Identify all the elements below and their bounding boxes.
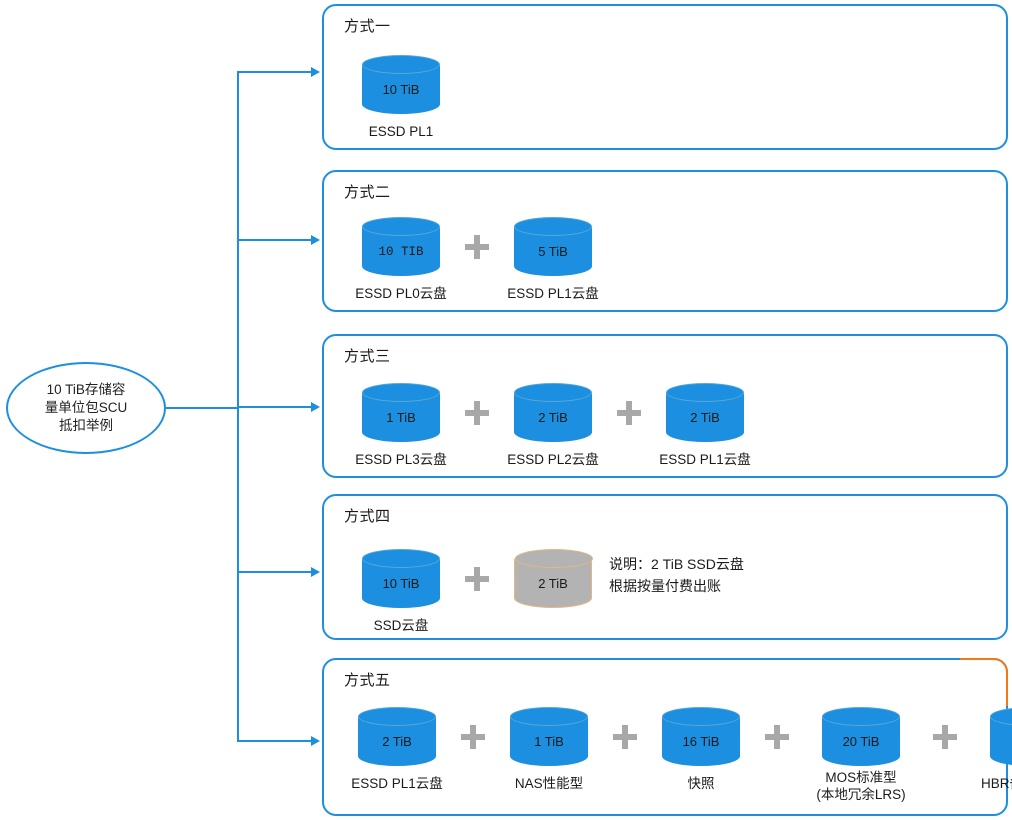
storage-item: 2 TiB ESSD PL2云盘 xyxy=(494,383,612,469)
option-box-3: 方式三 1 TiB ESSD PL3云盘 2 TiB ESSD PL2云盘 2 … xyxy=(322,334,1008,478)
cylinder-icon: 20 TiB xyxy=(822,707,900,766)
plus-icon xyxy=(928,708,962,766)
cylinder-capacity: 5 TiB xyxy=(538,244,568,259)
option-box-4: 方式四 10 TiB SSD云盘 2 TiB 说明：2 TiB SSD云盘 根据… xyxy=(322,494,1008,640)
option-title-1: 方式一 xyxy=(344,18,391,35)
connector-branch-2 xyxy=(237,239,311,241)
cylinder-icon: 2 TiB xyxy=(358,707,436,766)
storage-item-label: ESSD PL1 xyxy=(368,124,434,139)
option-note-line-2: 根据按量付费出账 xyxy=(609,577,721,594)
storage-item-label: MOS标准型 (本地冗余LRS) xyxy=(816,770,905,804)
arrow-head-4 xyxy=(311,567,320,577)
arrow-head-5 xyxy=(311,736,320,746)
cylinder-icon: 2 TiB xyxy=(514,383,592,442)
cylinder-icon: 10 TiB xyxy=(362,549,440,608)
connector-root-stem xyxy=(166,407,239,409)
option-items-2: 10 TIB ESSD PL0云盘 5 TiB ESSD PL1云盘 xyxy=(342,217,612,303)
root-line-3: 抵扣举例 xyxy=(59,417,113,433)
storage-item: 2 TiB xyxy=(494,549,612,618)
cylinder-icon: 5 TiB xyxy=(514,217,592,276)
cylinder-icon: 2 TiB xyxy=(666,383,744,442)
option-title-5: 方式五 xyxy=(344,672,391,689)
cylinder-icon: 5 TiB xyxy=(990,707,1012,766)
plus-icon xyxy=(460,218,494,276)
storage-item-label: ESSD PL0云盘 xyxy=(355,286,447,301)
storage-item: 10 TiB ESSD PL1 xyxy=(342,55,460,141)
cylinder-capacity: 10 TIB xyxy=(378,244,424,259)
storage-item-label: ESSD PL3云盘 xyxy=(355,452,447,467)
storage-item-label-line-1: MOS标准型 xyxy=(825,770,897,785)
plus-icon xyxy=(760,708,794,766)
cylinder-icon: 10 TIB xyxy=(362,217,440,276)
option-items-1: 10 TiB ESSD PL1 xyxy=(342,55,460,141)
storage-item: 10 TiB SSD云盘 xyxy=(342,549,460,635)
cylinder-capacity: 20 TiB xyxy=(842,734,880,749)
cylinder-capacity: 2 TiB xyxy=(382,734,412,749)
cylinder-icon: 1 TiB xyxy=(362,383,440,442)
cylinder-icon: 10 TiB xyxy=(362,55,440,114)
storage-item-label: ESSD PL1云盘 xyxy=(507,286,599,301)
storage-item-label: SSD云盘 xyxy=(373,618,429,633)
storage-item: 2 TiB ESSD PL1云盘 xyxy=(646,383,764,469)
option-note-4: 说明：2 TiB SSD云盘 根据按量付费出账 xyxy=(609,554,744,597)
cylinder-icon: 1 TiB xyxy=(510,707,588,766)
cylinder-capacity: 10 TiB xyxy=(382,82,420,97)
plus-icon xyxy=(612,384,646,442)
storage-item: 1 TiB ESSD PL3云盘 xyxy=(342,383,460,469)
plus-icon xyxy=(608,708,642,766)
option-title-4: 方式四 xyxy=(344,508,391,525)
cylinder-capacity: 10 TiB xyxy=(382,576,420,591)
storage-item: 5 TiB HBR备份库容量 xyxy=(962,707,1012,793)
option-title-3: 方式三 xyxy=(344,348,391,365)
option-title-2: 方式二 xyxy=(344,184,391,201)
arrow-head-1 xyxy=(311,67,320,77)
option-box-1: 方式一 10 TiB ESSD PL1 xyxy=(322,4,1008,150)
storage-item-label: NAS性能型 xyxy=(514,776,584,791)
storage-item: 10 TIB ESSD PL0云盘 xyxy=(342,217,460,303)
cylinder-capacity: 2 TiB xyxy=(538,575,568,591)
cylinder-capacity: 2 TiB xyxy=(690,410,720,425)
cylinder-capacity: 1 TiB xyxy=(386,410,416,425)
option-items-3: 1 TiB ESSD PL3云盘 2 TiB ESSD PL2云盘 2 TiB … xyxy=(342,383,764,469)
storage-item: 5 TiB ESSD PL1云盘 xyxy=(494,217,612,303)
storage-item-label: ESSD PL2云盘 xyxy=(507,452,599,467)
option-note-line-1: 说明：2 TiB SSD云盘 xyxy=(609,556,744,572)
option-box-2: 方式二 10 TIB ESSD PL0云盘 5 TiB ESSD PL1云盘 xyxy=(322,170,1008,312)
cylinder-icon: 2 TiB xyxy=(514,549,593,608)
storage-item: 16 TiB 快照 xyxy=(642,707,760,793)
plus-icon xyxy=(460,550,494,608)
storage-item-label: ESSD PL1云盘 xyxy=(659,452,751,467)
plus-icon xyxy=(456,708,490,766)
connector-branch-4 xyxy=(237,571,311,573)
storage-item: 2 TiB ESSD PL1云盘 xyxy=(338,707,456,793)
connector-branch-3 xyxy=(237,406,311,408)
connector-branch-5 xyxy=(237,740,311,742)
arrow-head-3 xyxy=(311,402,320,412)
option-items-4: 10 TiB SSD云盘 2 TiB xyxy=(342,549,612,635)
storage-item: 1 TiB NAS性能型 xyxy=(490,707,608,793)
storage-item-label: ESSD PL1云盘 xyxy=(351,776,443,791)
cylinder-icon: 16 TiB xyxy=(662,707,740,766)
storage-item-label: HBR备份库容量 xyxy=(980,776,1012,791)
storage-item: 20 TiB MOS标准型 (本地冗余LRS) xyxy=(794,707,928,804)
storage-item-label: 快照 xyxy=(687,776,715,791)
root-line-2: 量单位包SCU xyxy=(44,400,128,416)
root-line-1: 10 TiB存储容 xyxy=(46,382,126,398)
root-node: 10 TiB存储容 量单位包SCU 抵扣举例 xyxy=(6,362,166,454)
storage-item-label-line-2: (本地冗余LRS) xyxy=(816,786,906,802)
plus-icon xyxy=(460,384,494,442)
connector-branch-1 xyxy=(237,71,311,73)
arrow-head-2 xyxy=(311,235,320,245)
option-box-5: 方式五 2 TiB ESSD PL1云盘 1 TiB NAS性能型 16 TiB xyxy=(322,658,1012,816)
option-items-5: 2 TiB ESSD PL1云盘 1 TiB NAS性能型 16 TiB 快照 xyxy=(338,707,1012,804)
cylinder-capacity: 16 TiB xyxy=(682,734,720,749)
cylinder-capacity: 2 TiB xyxy=(538,410,568,425)
cylinder-capacity: 1 TiB xyxy=(534,734,564,749)
